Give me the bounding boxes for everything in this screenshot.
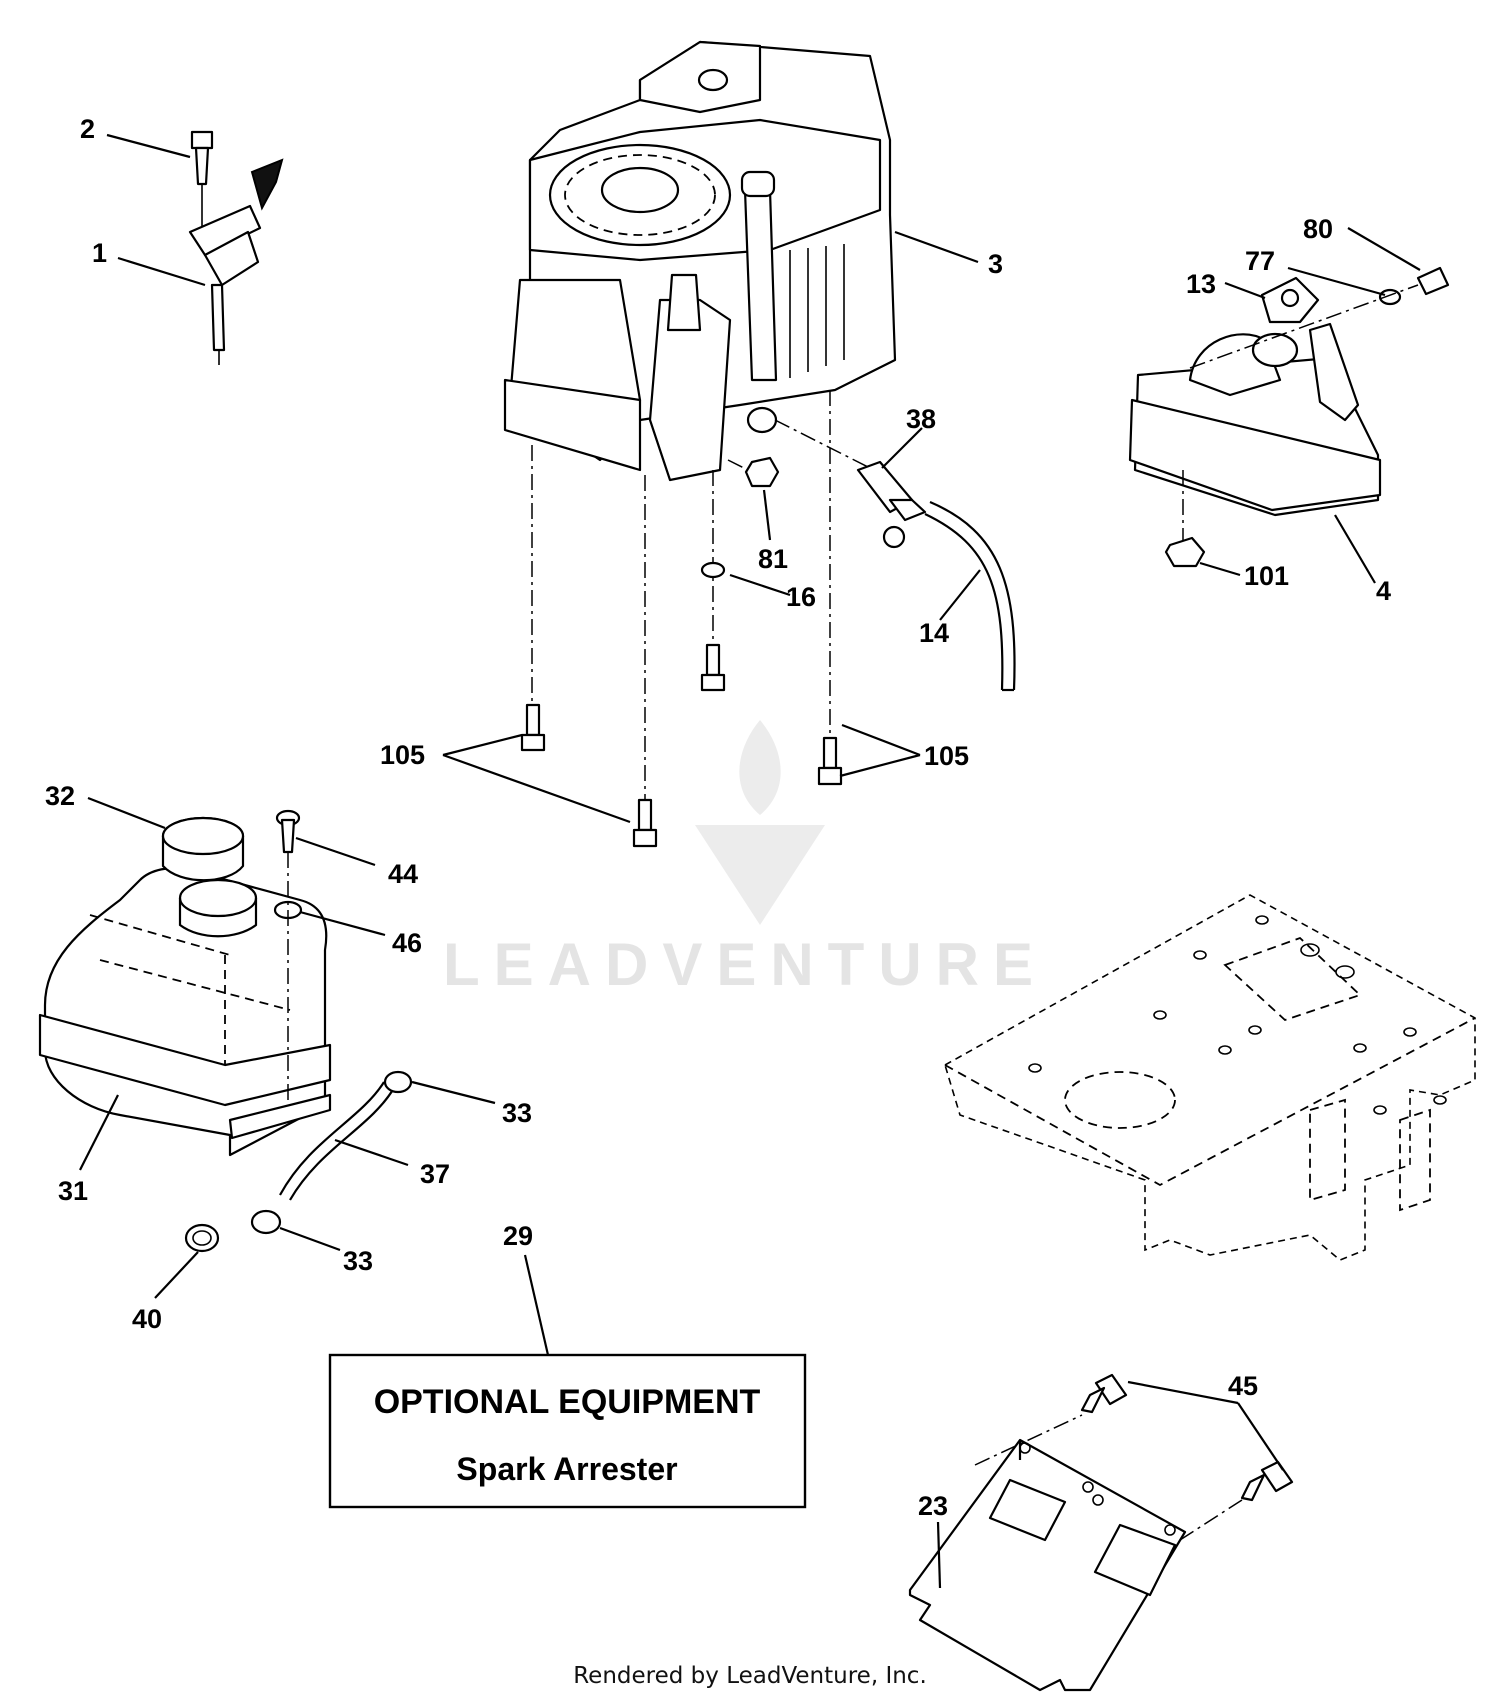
throttle-cable-end <box>210 283 226 352</box>
fuel-tank-neck-threads <box>178 898 258 938</box>
fuel-tank-foot <box>228 1093 332 1140</box>
fuel-line-37-a <box>279 1081 385 1196</box>
callout-77: 77 <box>1245 246 1275 276</box>
callout-105-right: 105 <box>924 741 969 771</box>
spark-arrester-screw-45-lower <box>1240 1460 1294 1502</box>
muffler-flange <box>1128 398 1382 512</box>
engine-cap <box>697 68 729 92</box>
watermark-text: LEADVENTURE <box>443 931 1047 998</box>
nut-101 <box>1164 536 1206 568</box>
air-intake-center <box>600 166 680 214</box>
fuel-line-37-b <box>289 1087 395 1201</box>
engine-bolt-105-left <box>520 703 546 752</box>
callout-81: 81 <box>758 544 788 574</box>
callout-14: 14 <box>919 618 949 648</box>
spark-arrester-screen <box>908 1438 1187 1692</box>
fuel-filter <box>856 460 927 549</box>
throttle-knob <box>250 158 284 211</box>
footer-credit: Rendered by LeadVenture, Inc. <box>573 1663 927 1689</box>
callouts: 2 1 3 80 77 13 38 81 16 14 101 4 105 105… <box>45 114 1391 1521</box>
fuel-hose-14-outer <box>924 513 1004 691</box>
hose-clamp-33-lower <box>250 1209 282 1235</box>
screen-window-2 <box>1093 1523 1177 1597</box>
screen-centerline-2 <box>1179 1499 1243 1541</box>
optional-equipment-title: OPTIONAL EQUIPMENT <box>374 1383 761 1421</box>
bolt-80 <box>1416 266 1450 296</box>
callout-105-left: 105 <box>380 740 425 770</box>
carburetor <box>648 298 732 482</box>
tank-screw-44 <box>275 809 301 854</box>
callout-2: 2 <box>80 114 95 144</box>
muffler-centerline <box>1189 284 1419 369</box>
optional-equipment-box: OPTIONAL EQUIPMENT Spark Arrester <box>328 1353 807 1509</box>
nut-81 <box>744 456 780 488</box>
leader-lines <box>79 133 1421 1589</box>
bolt-16-assembly <box>700 561 726 692</box>
spark-arrester-subtitle: Spark Arrester <box>456 1451 677 1487</box>
watermark-logo-icon <box>695 720 825 925</box>
callout-33-upper: 33 <box>502 1098 532 1128</box>
engine-sump <box>503 378 642 472</box>
callout-1: 1 <box>92 238 107 268</box>
fuel-cap-32 <box>161 816 245 882</box>
callout-31: 31 <box>58 1176 88 1206</box>
engine-bolt-105-right <box>817 736 843 786</box>
muffler-port <box>1251 332 1299 368</box>
callout-45: 45 <box>1228 1371 1258 1401</box>
callout-44: 44 <box>388 859 418 889</box>
callout-32: 32 <box>45 781 75 811</box>
fuel-tank-hidden-lines <box>89 914 291 1065</box>
muffler <box>1128 322 1382 517</box>
throttle-screw-head <box>190 130 214 150</box>
throttle-control <box>188 130 284 365</box>
frame-holes <box>1028 915 1447 1115</box>
spark-arrester-screw-45-upper <box>1080 1373 1128 1414</box>
callout-37: 37 <box>420 1159 450 1189</box>
callout-3: 3 <box>988 249 1003 279</box>
callout-4: 4 <box>1376 576 1391 606</box>
dipstick-cap <box>740 170 776 198</box>
callout-33-lower: 33 <box>343 1246 373 1276</box>
air-intake-dashed-ring <box>564 154 716 236</box>
throttle-bracket <box>188 204 262 257</box>
frame-plate-ghost <box>944 894 1476 1261</box>
callout-16: 16 <box>786 582 816 612</box>
callout-29: 29 <box>503 1221 533 1251</box>
cooling-fins <box>789 244 845 378</box>
callout-40: 40 <box>132 1304 162 1334</box>
callout-46: 46 <box>392 928 422 958</box>
screen-window-1 <box>988 1478 1067 1542</box>
throttle-screw <box>194 146 210 186</box>
filter-clip <box>882 525 906 549</box>
muffler-bracket <box>1308 322 1360 422</box>
engine <box>503 40 897 482</box>
carburetor-stack <box>666 273 702 332</box>
screen-centerline-1 <box>974 1414 1083 1466</box>
callout-38: 38 <box>906 404 936 434</box>
callout-23: 23 <box>918 1491 948 1521</box>
fuel-hose-14-inner <box>929 500 1016 691</box>
callout-101: 101 <box>1244 561 1289 591</box>
fuel-tank <box>38 866 332 1157</box>
callout-80: 80 <box>1303 214 1333 244</box>
washer-16 <box>700 561 726 579</box>
grommet-40 <box>184 1223 220 1253</box>
watermark: LEADVENTURE <box>443 720 1047 998</box>
fuel-tank-neck <box>178 878 258 918</box>
callout-13: 13 <box>1186 269 1216 299</box>
throttle-lever-body <box>203 230 260 287</box>
hose-clamp-33-upper <box>383 1070 413 1094</box>
engine-bolt-105-center <box>632 798 658 848</box>
fuel-inlet-port <box>746 406 778 434</box>
